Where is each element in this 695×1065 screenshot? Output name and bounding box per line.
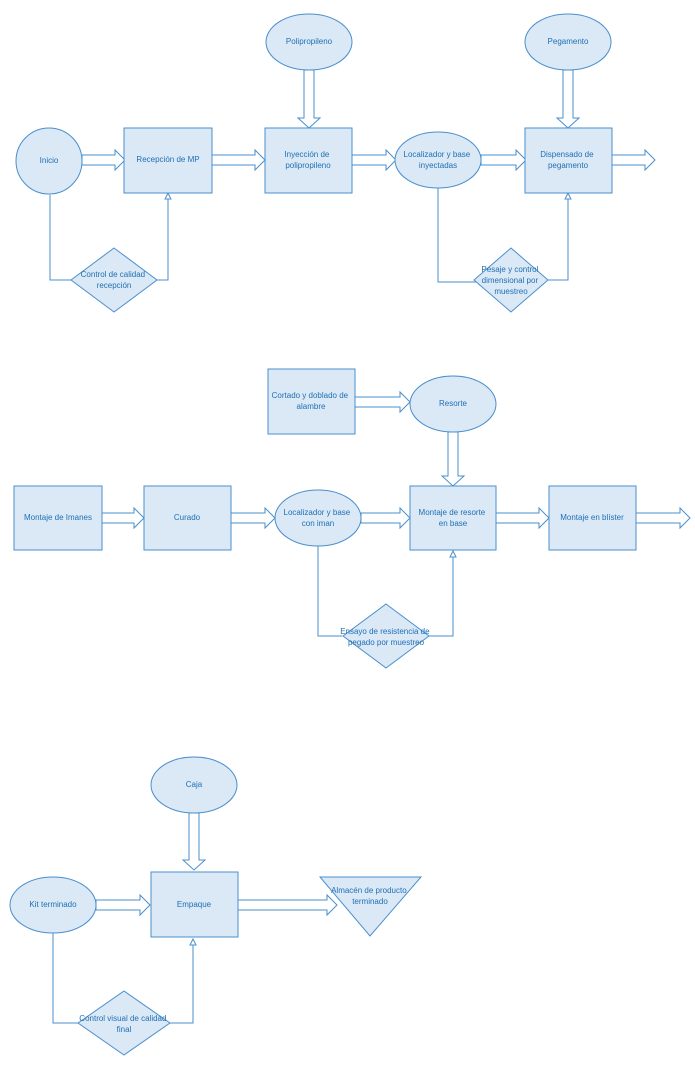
connector-pesaje-dispensado bbox=[545, 193, 569, 281]
arrow-localizador-to-montaje bbox=[360, 506, 411, 530]
label-control-recepcion: Control de calidad recepción bbox=[81, 270, 148, 290]
node-curado bbox=[143, 485, 232, 551]
label-kit-terminado: Kit terminado bbox=[29, 900, 77, 909]
label-inicio: Inicio bbox=[40, 156, 59, 165]
arrowhead-to-empaque bbox=[189, 937, 197, 946]
node-kit-terminado bbox=[9, 876, 97, 934]
arrow-dispensado-out bbox=[611, 148, 656, 172]
label-pegamento: Pegamento bbox=[548, 37, 589, 46]
label-control-visual: Control visual de calidad final bbox=[79, 1014, 168, 1034]
label-pesaje: Pesaje y control dimensional por muestre… bbox=[481, 265, 540, 296]
node-montaje-imanes bbox=[13, 485, 103, 551]
label-montaje-blister: Montaje en blíster bbox=[560, 513, 624, 522]
node-inicio bbox=[15, 127, 83, 195]
arrow-recepcion-to-inyeccion bbox=[211, 148, 266, 172]
arrow-kit-to-empaque bbox=[95, 893, 151, 917]
label-empaque: Empaque bbox=[177, 900, 212, 909]
arrow-montaje-to-blister bbox=[495, 506, 550, 530]
node-polipropileno bbox=[265, 13, 353, 71]
node-caja bbox=[150, 756, 238, 814]
node-dispensado bbox=[524, 127, 613, 194]
connector-localizador-ensayo bbox=[317, 546, 342, 637]
arrowhead-to-montaje-resorte bbox=[449, 549, 457, 558]
arrow-pegamento-down bbox=[555, 69, 581, 129]
label-localizador-iman: Localizador y base con iman bbox=[284, 508, 353, 528]
arrow-imanes-to-curado bbox=[101, 506, 145, 530]
node-recepcion-mp bbox=[123, 127, 213, 194]
arrow-inicio-to-recepcion bbox=[81, 148, 126, 172]
arrow-inyeccion-to-localizador bbox=[351, 148, 397, 172]
node-localizador-iman bbox=[274, 489, 362, 547]
arrow-localizador-to-dispensado bbox=[480, 148, 527, 172]
node-inyeccion bbox=[264, 127, 353, 194]
node-resorte bbox=[409, 375, 497, 433]
label-caja: Caja bbox=[186, 780, 203, 789]
label-polipropileno: Polipropileno bbox=[286, 37, 333, 46]
node-localizador-inyectadas bbox=[394, 131, 482, 189]
arrow-resorte-down bbox=[440, 431, 466, 487]
label-localizador-inyectadas: Localizador y base inyectadas bbox=[404, 150, 473, 170]
node-montaje-resorte bbox=[409, 485, 497, 551]
arrow-caja-down bbox=[181, 812, 207, 871]
label-almacen: Almacén de producto terminado bbox=[331, 886, 409, 906]
connector-control-empaque bbox=[170, 939, 194, 1024]
label-curado: Curado bbox=[174, 513, 201, 522]
node-ensayo bbox=[342, 603, 430, 669]
node-montaje-blister bbox=[548, 485, 637, 551]
node-almacen bbox=[318, 876, 423, 937]
label-ensayo: Ensayo de resistencia de pegado por mues… bbox=[340, 627, 432, 647]
connector-inicio-control bbox=[49, 195, 73, 281]
connector-ensayo-montaje bbox=[429, 551, 454, 637]
node-pegamento bbox=[524, 13, 612, 71]
node-control-recepcion bbox=[70, 247, 158, 313]
node-control-visual bbox=[77, 990, 171, 1056]
node-cortado bbox=[267, 368, 356, 435]
arrowhead-to-dispensado bbox=[564, 191, 572, 200]
arrow-blister-out bbox=[635, 506, 691, 530]
arrow-cortado-to-resorte bbox=[354, 390, 411, 414]
arrowhead-to-recepcion bbox=[164, 191, 172, 200]
arrow-polipropileno-down bbox=[296, 69, 322, 129]
node-pesaje bbox=[473, 247, 549, 313]
connector-kit-control bbox=[52, 931, 78, 1024]
arrow-curado-to-localizador bbox=[230, 506, 276, 530]
label-recepcion-mp: Recepción de MP bbox=[136, 155, 199, 164]
connector-control-recepcion bbox=[157, 193, 169, 281]
label-montaje-resorte: Montaje de resorte en base bbox=[419, 508, 488, 528]
label-resorte: Resorte bbox=[439, 399, 468, 408]
arrow-empaque-to-almacen bbox=[237, 893, 338, 917]
label-dispensado: Dispensado de pegamento bbox=[540, 150, 596, 170]
label-inyeccion: Inyección de polipropileno bbox=[284, 150, 331, 170]
label-cortado: Cortado y doblado de alambre bbox=[272, 391, 351, 411]
connector-localizador-pesaje bbox=[437, 188, 477, 283]
label-montaje-imanes: Montaje de Imanes bbox=[24, 513, 92, 522]
node-empaque bbox=[150, 871, 239, 938]
